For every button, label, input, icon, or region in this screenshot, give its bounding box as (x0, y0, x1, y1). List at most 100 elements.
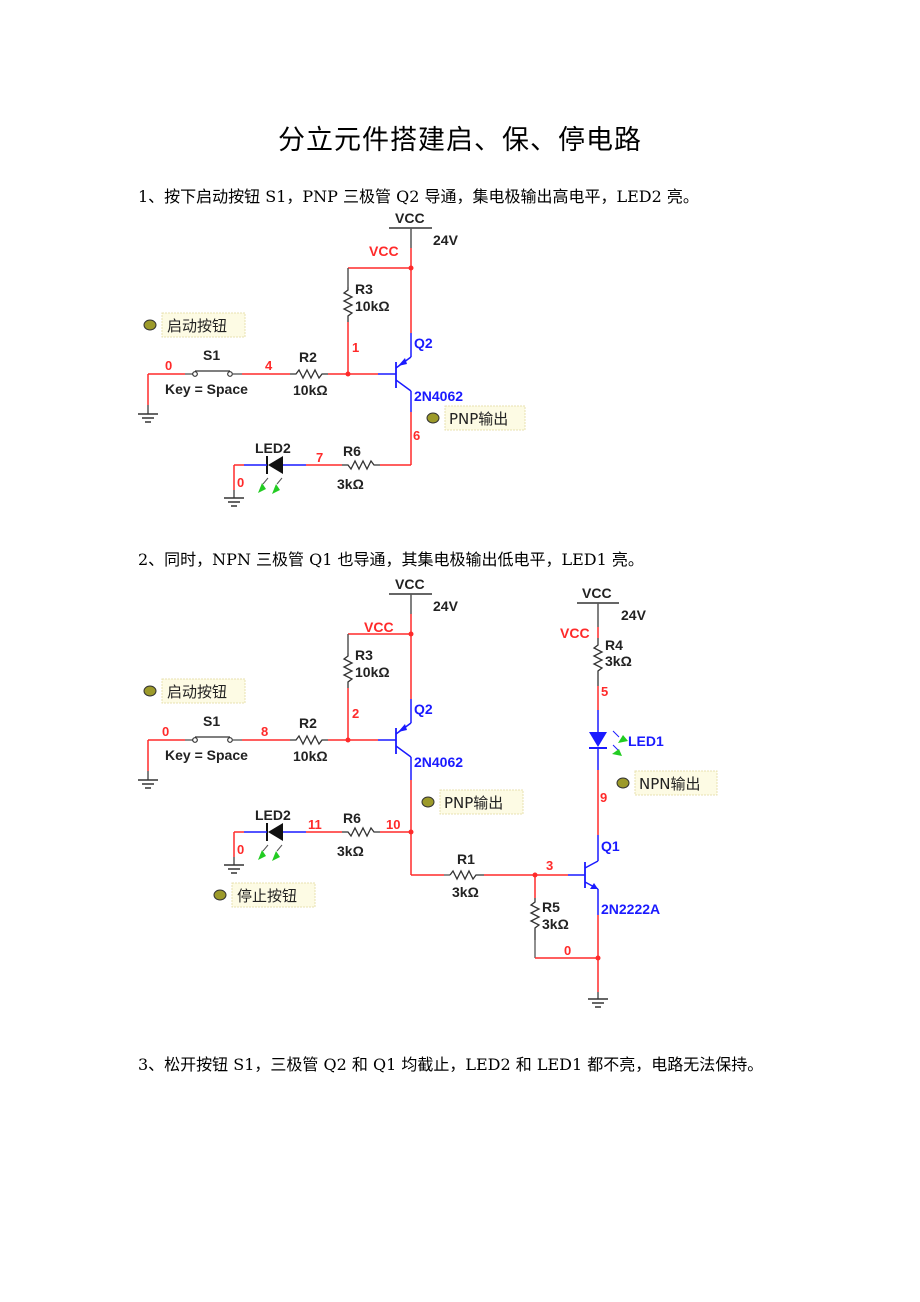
svg-text:3kΩ: 3kΩ (452, 884, 479, 900)
vcc-voltage: 24V (433, 232, 459, 248)
svg-text:R3: R3 (355, 647, 373, 663)
probe-start-button[interactable]: 启动按钮 (143, 312, 246, 338)
svg-text:24V: 24V (621, 607, 647, 623)
net-label-0: 0 (237, 475, 244, 490)
junction-dot (408, 631, 414, 637)
circuit-diagram-2: VCC 24V VCC R3 10kΩ 2 启动按钮 0 S1 Key = Sp… (138, 576, 718, 1008)
step-2-text: 2、同时，NPN 三极管 Q1 也导通，其集电极输出低电平，LED1 亮。 (138, 550, 644, 569)
resistor-r5: R5 3kΩ (529, 898, 569, 940)
switch-s1[interactable]: S1 Key = Space (165, 713, 248, 763)
transistor-q2-pnp: Q2 2N4062 (378, 699, 463, 780)
svg-text:2N2222A: 2N2222A (601, 901, 660, 917)
net-label-10: 10 (386, 817, 400, 832)
light-arrow-icon (258, 850, 266, 860)
svg-text:10kΩ: 10kΩ (355, 298, 390, 314)
svg-text:3kΩ: 3kΩ (605, 653, 632, 669)
vcc-source: VCC 24V (389, 576, 459, 614)
switch-s1[interactable]: S1 Key = Space (165, 347, 248, 397)
svg-text:3kΩ: 3kΩ (542, 916, 569, 932)
resistor-r4: R4 3kΩ (592, 637, 632, 686)
resistor-r3: R3 10kΩ (342, 647, 390, 688)
probe-stop-button[interactable]: 停止按钮 (213, 882, 316, 908)
probe-icon (426, 412, 440, 424)
svg-text:启动按钮: 启动按钮 (167, 317, 227, 335)
svg-text:10kΩ: 10kΩ (355, 664, 390, 680)
svg-text:R6: R6 (343, 810, 361, 826)
svg-text:2N4062: 2N4062 (414, 754, 463, 770)
svg-text:3kΩ: 3kΩ (337, 476, 364, 492)
net-label-2: 2 (352, 706, 359, 721)
light-arrow-icon (258, 483, 266, 493)
vcc-source: VCC 24V (389, 210, 459, 248)
svg-text:VCC: VCC (395, 576, 425, 592)
svg-text:Q2: Q2 (414, 701, 433, 717)
led-led2: LED2 (244, 440, 306, 494)
net-label-0: 0 (165, 358, 172, 373)
svg-text:3kΩ: 3kΩ (337, 843, 364, 859)
net-label-1: 1 (352, 340, 359, 355)
resistor-r2: R2 10kΩ (290, 349, 328, 398)
transistor-q2-pnp: Q2 2N4062 (378, 333, 463, 412)
svg-text:2N4062: 2N4062 (414, 388, 463, 404)
svg-text:NPN输出: NPN输出 (639, 775, 701, 793)
light-arrow-icon (612, 749, 622, 756)
ground-icon (224, 864, 244, 874)
resistor-r2: R2 10kΩ (290, 715, 328, 764)
net-label-7: 7 (316, 450, 323, 465)
net-label-5: 5 (601, 684, 608, 699)
probe-start-button[interactable]: 启动按钮 (143, 678, 246, 704)
svg-text:10kΩ: 10kΩ (293, 748, 328, 764)
ground-icon (138, 779, 158, 789)
vcc-net-label: VCC (369, 243, 399, 259)
resistor-r6: R6 3kΩ (337, 443, 380, 492)
light-arrow-icon (618, 735, 628, 743)
resistor-r3: R3 10kΩ (342, 281, 390, 322)
light-arrow-icon (272, 484, 280, 494)
vcc-net-label: VCC (560, 625, 590, 641)
ground-icon (138, 413, 158, 423)
svg-text:Key = Space: Key = Space (165, 381, 248, 397)
net-label-4: 4 (265, 358, 273, 373)
ground-icon (588, 998, 608, 1008)
svg-text:LED2: LED2 (255, 440, 291, 456)
probe-pnp-output[interactable]: PNP输出 (426, 405, 526, 431)
step-3-text: 3、松开按钮 S1，三极管 Q2 和 Q1 均截止，LED2 和 LED1 都不… (138, 1055, 764, 1074)
net-label-0: 0 (237, 842, 244, 857)
probe-icon (213, 889, 227, 901)
net-label-9: 9 (600, 790, 607, 805)
resistor-r6: R6 3kΩ (337, 810, 380, 859)
svg-text:停止按钮: 停止按钮 (237, 887, 297, 905)
svg-text:PNP输出: PNP输出 (444, 794, 503, 812)
net-label-6: 6 (413, 428, 420, 443)
vcc-net-label: VCC (364, 619, 394, 635)
svg-text:R2: R2 (299, 715, 317, 731)
svg-text:VCC: VCC (582, 585, 612, 601)
led-led2: LED2 (244, 807, 306, 861)
svg-text:R5: R5 (542, 899, 560, 915)
svg-text:LED2: LED2 (255, 807, 291, 823)
probe-icon (143, 685, 157, 697)
circuit-diagram-1: VCC 24V VCC R3 10kΩ 1 启动按钮 0 S1 Key = Sp… (138, 210, 526, 507)
svg-text:10kΩ: 10kΩ (293, 382, 328, 398)
vcc-label: VCC (395, 210, 425, 226)
step-1-text: 1、按下启动按钮 S1，PNP 三极管 Q2 导通，集电极输出高电平，LED2 … (138, 187, 699, 206)
vcc-source-2: VCC 24V (577, 585, 647, 627)
net-label-8: 8 (261, 724, 268, 739)
probe-icon (143, 319, 157, 331)
led-led1: LED1 (589, 710, 664, 770)
svg-text:24V: 24V (433, 598, 459, 614)
svg-text:R4: R4 (605, 637, 623, 653)
svg-text:启动按钮: 启动按钮 (167, 683, 227, 701)
svg-text:R3: R3 (355, 281, 373, 297)
resistor-r1: R1 3kΩ (449, 851, 484, 900)
probe-pnp-output[interactable]: PNP输出 (421, 789, 524, 815)
svg-text:R1: R1 (457, 851, 475, 867)
net-label-11: 11 (308, 817, 322, 832)
probe-icon (616, 777, 630, 789)
probe-npn-output[interactable]: NPN输出 (616, 770, 718, 796)
document-title: 分立元件搭建启、保、停电路 (278, 125, 642, 156)
svg-text:Q2: Q2 (414, 335, 433, 351)
net-label-3: 3 (546, 858, 553, 873)
svg-text:S1: S1 (203, 347, 220, 363)
ground-icon (224, 497, 244, 507)
